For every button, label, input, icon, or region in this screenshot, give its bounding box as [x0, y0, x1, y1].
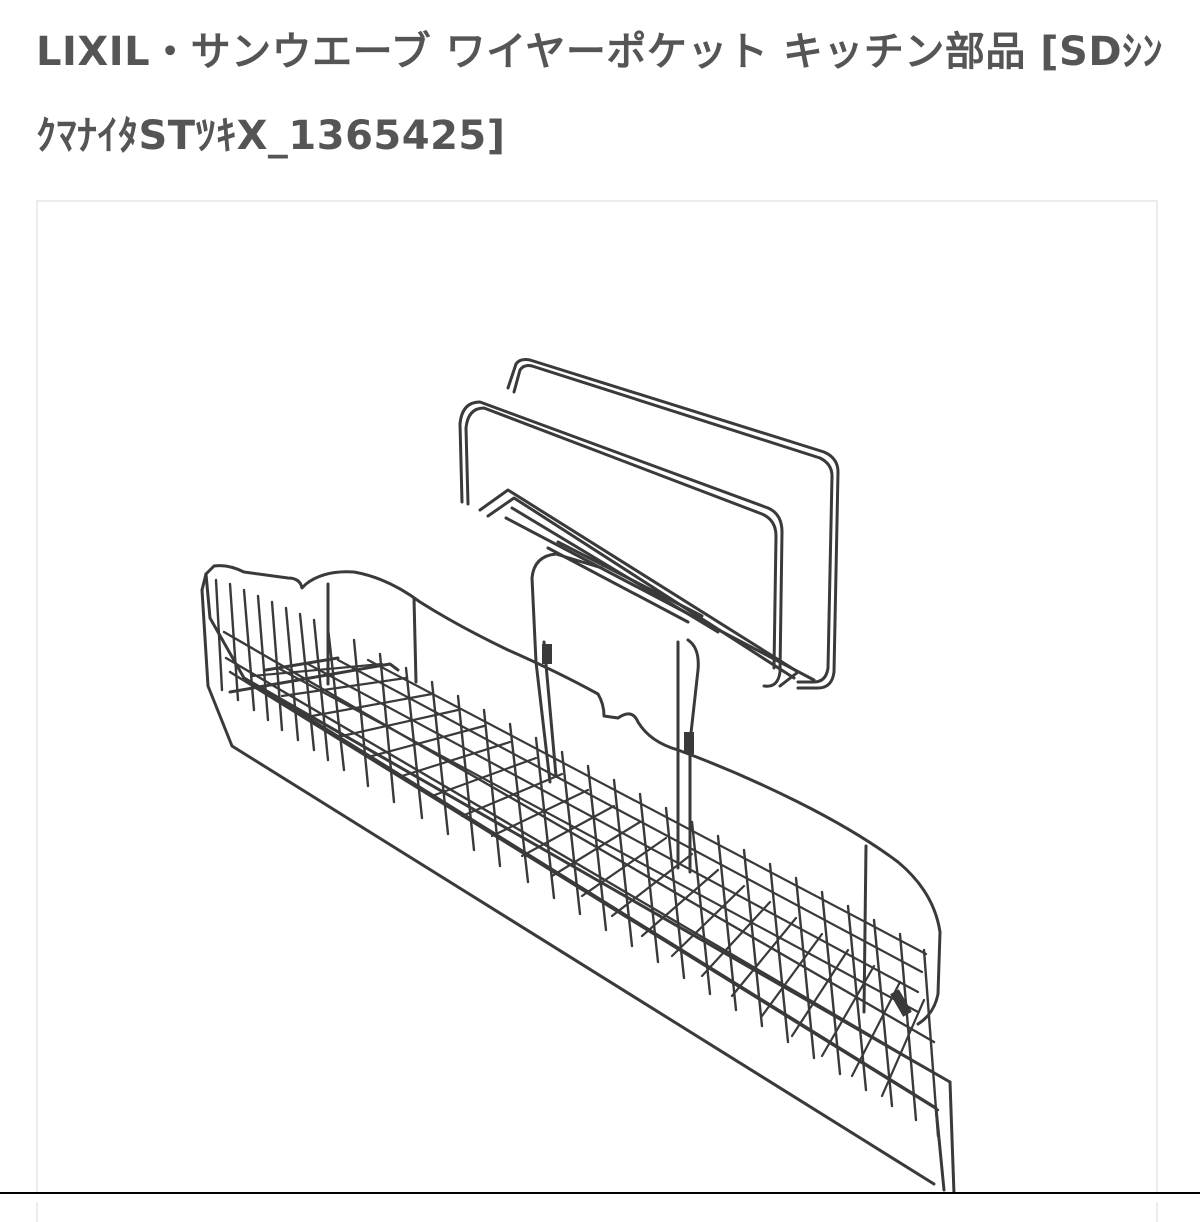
basket-floor-grid [250, 658, 928, 1098]
basket-front-grid [214, 578, 940, 1138]
board-holder-frame [458, 358, 840, 690]
wire-basket-illustration [200, 358, 956, 1196]
hook-supports [530, 552, 700, 874]
product-image-frame[interactable] [36, 200, 1158, 1222]
product-title: LIXIL・サンウエーブ ワイヤーポケット キッチン部品 [SDｼﾝｸﾏﾅｲﾀS… [36, 29, 1164, 159]
product-title-block: LIXIL・サンウエーブ ワイヤーポケット キッチン部品 [SDｼﾝｸﾏﾅｲﾀS… [36, 10, 1166, 178]
bottom-divider [0, 1192, 1200, 1202]
